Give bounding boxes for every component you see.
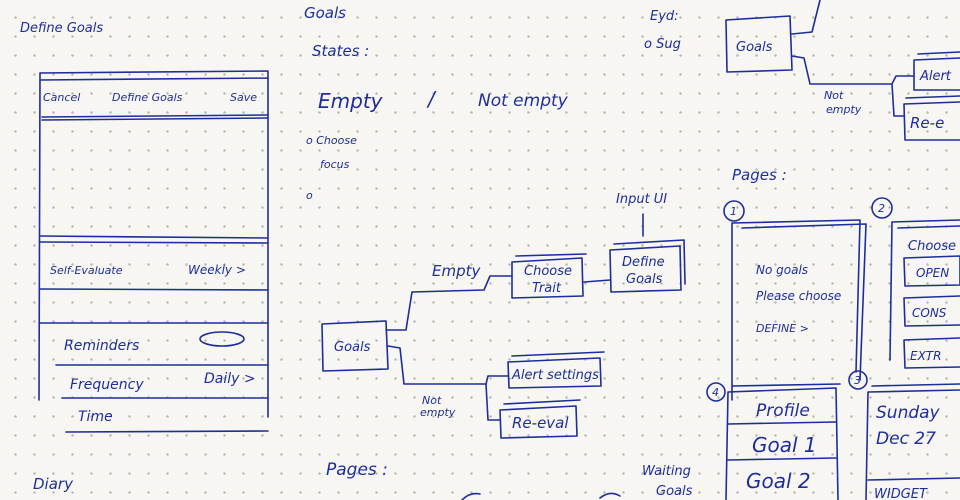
- frequency-label: Frequency: [70, 377, 144, 393]
- goals-flow-diagram: Input UI Goals Empty Choose Trait Define…: [321, 192, 686, 439]
- goals-node-label: Goals: [334, 340, 371, 355]
- right-flow-fragment: Goals Not empty Alert Re-e: [725, 0, 960, 141]
- page-1-no-goals: No goals: [756, 263, 808, 277]
- page-4-goal-2[interactable]: Goal 2: [746, 469, 811, 493]
- choose-trait-line1: Choose: [524, 264, 572, 279]
- page-3-widget-label: WIDGET: [874, 487, 928, 500]
- right-not-empty-line1: Not: [824, 89, 844, 102]
- page-2-option-box-2: [903, 295, 960, 327]
- page-3-number-circle: [848, 370, 868, 390]
- state-not-empty: Not empty: [478, 91, 569, 111]
- page-2-option-2[interactable]: CONS: [912, 306, 947, 320]
- waiting-goals-line1: Waiting: [642, 464, 691, 479]
- right-not-empty-line2: empty: [826, 103, 862, 116]
- page-4-goal-1[interactable]: Goal 1: [752, 433, 817, 457]
- right-goals-node-label: Goals: [736, 40, 773, 55]
- page-1-number-circle: [723, 200, 745, 222]
- page-3-date: Dec 27: [876, 429, 936, 449]
- page-1-number: 1: [730, 205, 737, 218]
- page-3-mock: 3 Sunday Dec 27 WIDGET: [848, 370, 960, 500]
- alert-settings-label: Alert settings: [511, 368, 599, 383]
- empty-branch-label: Empty: [432, 262, 481, 280]
- phone-cancel-button[interactable]: Cancel: [43, 91, 80, 104]
- states-label: States :: [312, 42, 369, 60]
- page-2-option-1[interactable]: OPEN: [916, 266, 949, 280]
- right-alert-box: [913, 51, 960, 91]
- page-2-option-3[interactable]: EXTR: [910, 349, 941, 363]
- state-empty: Empty: [318, 89, 384, 113]
- goals-node-box: [321, 320, 389, 372]
- choose-trait-line2: Trait: [532, 281, 562, 296]
- re-eval-label: Re-eval: [512, 414, 569, 432]
- eyd-note-line2: o Sug: [644, 37, 681, 52]
- empty-bullet: o: [306, 189, 313, 202]
- define-goals-line1: Define: [622, 255, 665, 270]
- reminders-toggle[interactable]: [199, 331, 245, 347]
- reminders-label: Reminders: [64, 338, 139, 354]
- frequency-value[interactable]: Daily >: [204, 371, 256, 387]
- define-goals-line2: Goals: [626, 272, 663, 287]
- choose-focus-line1: o Choose: [306, 134, 357, 147]
- pages-label-bottom: Pages :: [326, 460, 388, 480]
- self-evaluate-value[interactable]: Weekly >: [188, 263, 246, 277]
- page-4-number: 4: [712, 386, 719, 399]
- page-4-number-circle: [706, 382, 726, 402]
- alert-settings-box: [507, 351, 605, 389]
- page-3-number: 3: [854, 374, 861, 387]
- page-2-number: 2: [878, 202, 885, 215]
- page-2-mock: 2 Choose OPEN CONS EXTR: [871, 197, 960, 369]
- page-1-mock: 1 No goals Please choose DEFINE >: [723, 200, 867, 401]
- sketch-title: Define Goals: [20, 21, 103, 36]
- page-2-heading: Choose: [908, 239, 956, 254]
- right-goals-node-box: [725, 15, 793, 73]
- eyd-note-line1: Eyd:: [650, 9, 679, 24]
- right-re-eval-label: Re-e: [910, 114, 944, 132]
- page-2-option-box-3: [903, 337, 960, 369]
- phone-save-button[interactable]: Save: [230, 91, 257, 104]
- phone-header-title: Define Goals: [112, 91, 183, 104]
- diary-label: Diary: [33, 475, 74, 493]
- page-3-day: Sunday: [876, 403, 941, 423]
- page-4-mock: 4 Profile Goal 1 Goal 2: [706, 382, 841, 500]
- define-goals-box: [609, 239, 686, 293]
- not-empty-branch-line2: empty: [420, 406, 456, 419]
- choose-focus-line2: focus: [320, 158, 350, 171]
- page-2-option-box-1: [903, 255, 960, 287]
- page-1-please-choose: Please choose: [756, 289, 841, 303]
- input-ui-label: Input UI: [616, 192, 667, 207]
- choose-trait-box: [511, 253, 587, 299]
- state-slash: /: [426, 87, 437, 111]
- page-2-number-circle: [871, 197, 893, 219]
- goals-heading: Goals: [304, 4, 346, 22]
- time-label: Time: [78, 409, 113, 425]
- right-alert-label: Alert: [919, 69, 952, 84]
- page-4-profile: Profile: [756, 401, 810, 421]
- right-re-eval-box: [903, 95, 960, 141]
- not-empty-branch-line1: Not: [422, 394, 442, 407]
- phone-sketch: Cancel Define Goals Save Self-Evaluate W…: [38, 70, 269, 433]
- pages-label: Pages :: [732, 166, 787, 184]
- re-eval-box: [499, 399, 581, 439]
- page-1-define-link[interactable]: DEFINE >: [756, 322, 809, 335]
- self-evaluate-label: Self-Evaluate: [50, 264, 123, 277]
- waiting-goals-line2: Goals: [656, 484, 693, 499]
